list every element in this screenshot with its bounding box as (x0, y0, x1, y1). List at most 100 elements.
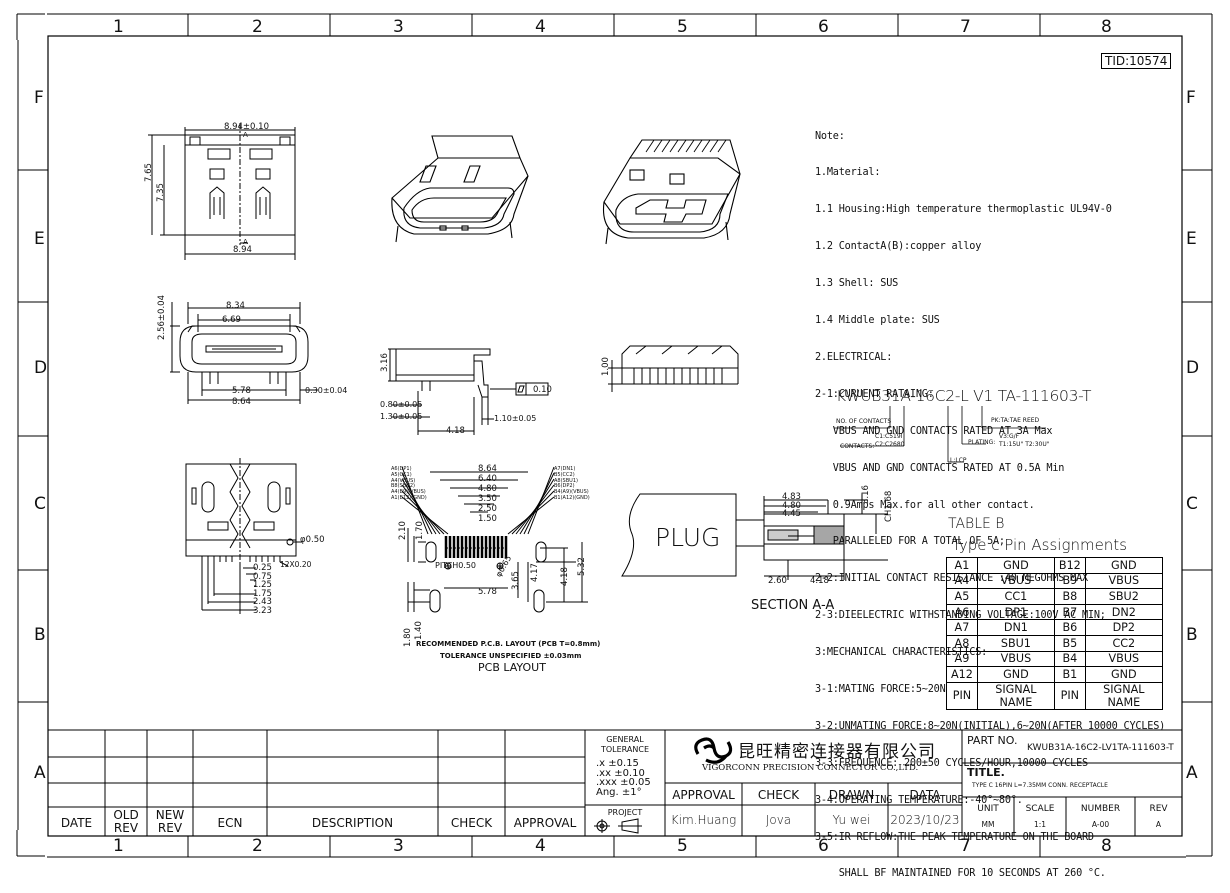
note-line-0: Note: (815, 130, 845, 142)
section-label: SECTION A-A (751, 598, 835, 613)
projection-symbol-icon (594, 818, 642, 834)
tid-label: TID:10574 (1101, 53, 1172, 69)
zone-row-f-right: F (1186, 88, 1196, 108)
bottom-view-drawing (185, 458, 302, 614)
zone-col-5: 5 (677, 17, 688, 37)
dim-front-w4: 8.64 (232, 397, 251, 407)
zone-col-2-bottom: 2 (252, 836, 263, 856)
zone-col-7-bottom: 7 (960, 836, 971, 856)
top-view-drawing (148, 123, 296, 260)
zone-row-e-right: E (1186, 229, 1197, 249)
tb-part-no-label: PART NO. (967, 734, 1018, 747)
zone-col-1-bottom: 1 (113, 836, 124, 856)
note-line-2: 1.1 Housing:High temperature thermoplast… (815, 204, 1112, 216)
part-code-contact-1: C2:C2680 (875, 441, 905, 448)
zone-row-c-right: C (1186, 494, 1198, 514)
table-cell: A7 (946, 619, 978, 636)
zone-row-d: D (34, 358, 48, 378)
table-cell: VBUS (1084, 650, 1163, 668)
tb-check: CHECK (450, 816, 493, 830)
zone-col-7: 7 (960, 17, 971, 37)
tb-val-drawn: Yu wei (832, 813, 871, 827)
pcb-right-label-4: B4(A9)(VBUS) (554, 489, 589, 496)
tb-unit-label: UNIT (977, 804, 999, 814)
tb-tol-1: .xx ±0.10 (596, 767, 645, 779)
tb-ecn: ECN (217, 816, 243, 830)
dim-bot-1: 0.75 (253, 571, 272, 582)
zone-row-d-right: D (1186, 358, 1200, 378)
pcb-title: PCB LAYOUT (478, 661, 546, 674)
pcb-left-label-0: A6(DP1) (391, 466, 412, 472)
front-view-drawing (170, 302, 318, 404)
tb-val-check: Jova (765, 813, 792, 827)
section-dim-418: 4.18 (810, 576, 829, 586)
tb-hdr-data: DATA (909, 788, 941, 802)
tb-new-rev: NEW REV (155, 808, 185, 835)
table-cell: A9 (946, 650, 978, 668)
pcb-dim-4: 2.50 (478, 504, 497, 514)
dim-bot-list: 0.25 0.75 1.25 1.75 2.43 3.23 (253, 564, 272, 615)
part-code-plating-0: V3:G/F (999, 433, 1020, 440)
zone-row-f: F (34, 88, 44, 108)
pcb-note-1: RECOMMENDED P.C.B. LAYOUT (PCB T=0.8mm) (416, 640, 601, 648)
section-ref-a-top: A (243, 131, 248, 139)
dim-flatness: 0.10 (533, 385, 552, 395)
zone-col-2: 2 (252, 17, 263, 37)
note-line-15: 3-1:MATING FORCE:5~20N (815, 683, 946, 695)
pcb-dim-5: 1.50 (478, 514, 497, 524)
table-cell: B5 (1053, 634, 1086, 652)
tb-company-en: VIGORCONN PRECISION CONNECTOR CO.,LTD. (702, 763, 919, 773)
zone-col-3-bottom: 3 (393, 836, 404, 856)
note-line-3: 1.2 ContactA(B):copper alloy (815, 241, 982, 253)
table-header-cell: SIGNAL NAME (976, 681, 1055, 710)
note-line-16: 3-2:UNMATING FORCE:8~20N(INITIAL),6~20N(… (815, 720, 1166, 732)
zone-col-6-bottom: 6 (818, 836, 829, 856)
section-dim-260: 2.60 (768, 576, 787, 586)
tb-unit: MM (981, 820, 995, 829)
tb-old-rev: OLD REV (113, 808, 139, 835)
pcb-left-label-2: A4(VBUS) (391, 477, 416, 484)
zone-row-a: A (34, 763, 46, 783)
pcb-right-label-2: A8(SBU1) (554, 477, 578, 484)
pcb-right-label-3: B6(DP2) (554, 483, 575, 490)
dim-bot-3: 1.75 (253, 588, 272, 599)
tb-title-label: TITLE. (967, 766, 1005, 779)
dim-bot-0: 0.25 (253, 563, 272, 573)
note-line-4: 1.3 Shell: SUS (815, 278, 899, 290)
dim-bot-phi: φ0.50 (300, 535, 325, 545)
pcb-left-label-5: A1(B12)(GND) (391, 494, 427, 501)
tb-tolerance-list: .x ±0.15 .xx ±0.10 .xxx ±0.05 Ang. ±1° (596, 759, 651, 797)
pcb-pitch: PITCH0.50 (435, 561, 477, 570)
dim-side-d2: 1.30±0.05 (380, 412, 423, 421)
dim-front-w3: 5.78 (232, 386, 251, 396)
pcb-dim-3: 3.50 (478, 494, 497, 504)
tb-date: DATE (60, 816, 93, 830)
table-cell: CC1 (976, 588, 1055, 605)
tb-number-label: NUMBER (1080, 804, 1121, 814)
dim-bot-5: 3.23 (253, 605, 272, 616)
dim-side-d3: 4.18 (446, 426, 465, 436)
title-block-grid (48, 729, 1182, 836)
pcb-dim-1: 6.40 (478, 474, 497, 484)
tb-approval: APPROVAL (513, 816, 577, 830)
table-cell: GND (976, 666, 1055, 683)
tb-tol-3: Ang. ±1° (596, 786, 642, 798)
tb-company-cn: 昆旺精密连接器有限公司 (738, 742, 936, 762)
table-cell: GND (1084, 666, 1163, 683)
part-code-plating-label: PLATING: (968, 439, 996, 446)
tb-title: TYPE C 16PIN L=7.35MM CONN. RECEPTACLE (972, 782, 1108, 789)
pcb-left-label-1: A5(CC1) (391, 471, 412, 478)
note-line-19: 3-5:IR REFLOW:THE PEAK TEMPERATURE ON TH… (815, 831, 1094, 843)
tb-hdr-check: CHECK (757, 788, 800, 802)
part-code: KWUB31A-16C2-L V1 TA-111603-T (836, 387, 1092, 405)
zone-row-c: C (34, 494, 46, 514)
tb-rev: A (1155, 820, 1162, 829)
zone-col-4: 4 (535, 17, 546, 37)
isometric-view-1 (391, 135, 529, 243)
